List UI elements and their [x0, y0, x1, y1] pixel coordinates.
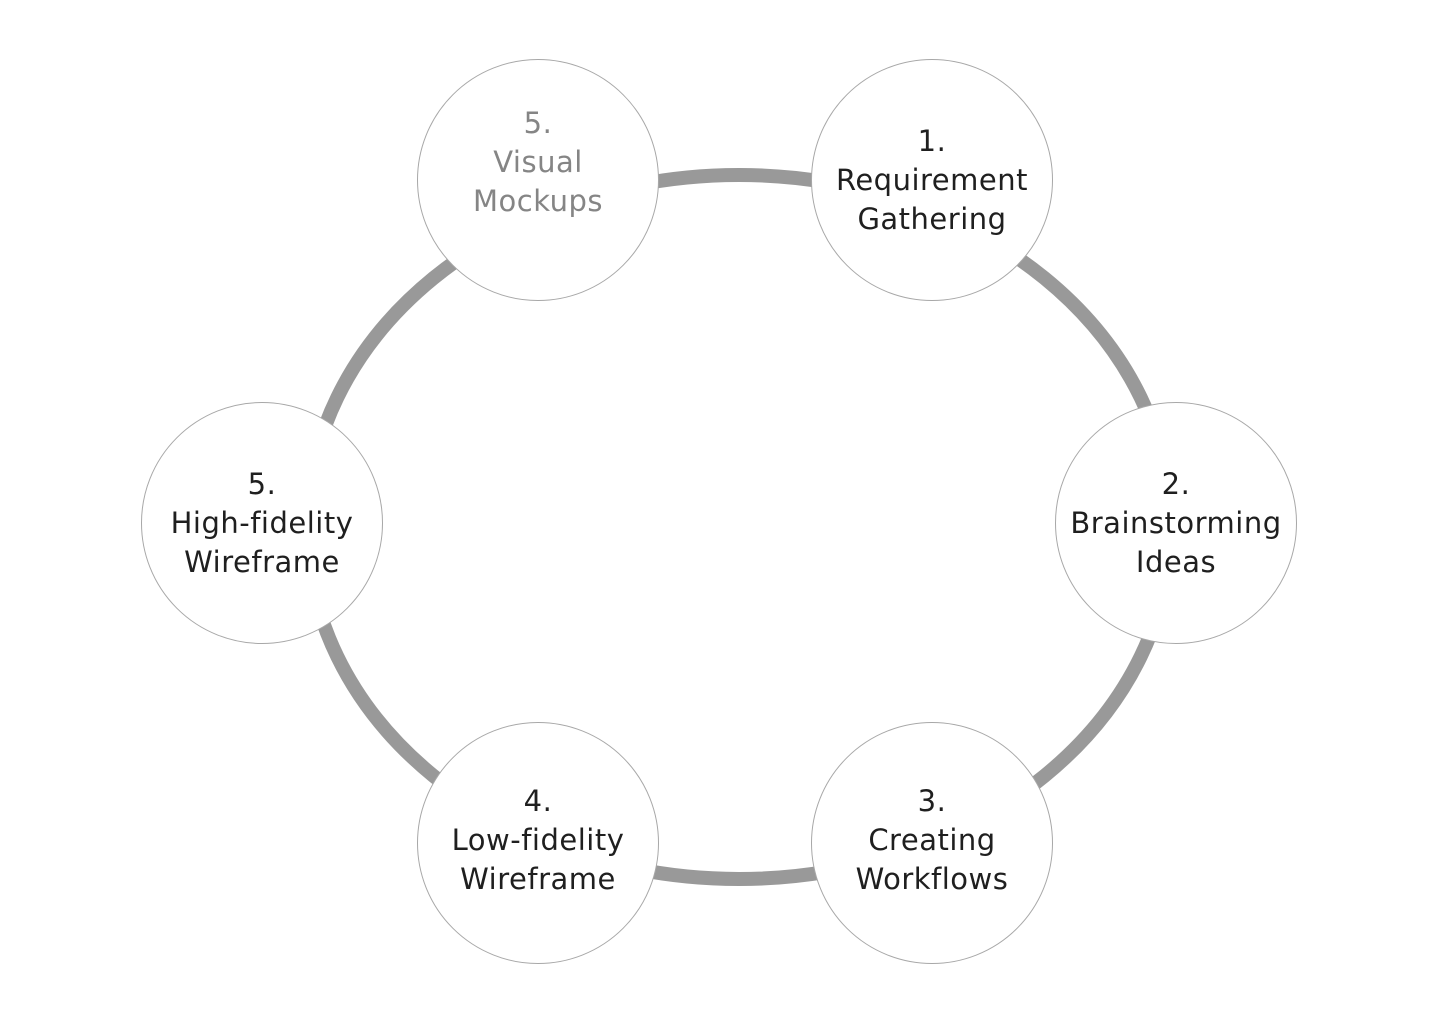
step-title-line: Wireframe [184, 544, 340, 579]
step-title-line: Workflows [855, 861, 1009, 896]
step-node-low-fidelity-wireframe: 4. Low-fidelity Wireframe [417, 722, 659, 964]
step-title-line: Low-fidelity [451, 822, 625, 857]
step-node-high-fidelity-wireframe: 5. High-fidelity Wireframe [141, 402, 383, 644]
step-title-line: Creating [868, 822, 996, 857]
step-node-visual-mockups: 5. Visual Mockups [417, 59, 659, 301]
step-number: 1. [917, 123, 947, 158]
step-node-requirement-gathering: 1. Requirement Gathering [811, 59, 1053, 301]
step-number: 3. [917, 783, 947, 818]
step-node-creating-workflows: 3. Creating Workflows [811, 722, 1053, 964]
cycle-connector-ring [300, 168, 1178, 886]
step-number: 5. [523, 105, 553, 140]
step-node-brainstorming-ideas: 2. Brainstorming Ideas [1055, 402, 1297, 644]
step-title-line: High-fidelity [170, 505, 354, 540]
step-number: 4. [523, 783, 553, 818]
step-number: 5. [247, 466, 277, 501]
step-title-line: Requirement [835, 162, 1028, 197]
step-title-line: Ideas [1135, 544, 1217, 579]
step-title-line: Visual [493, 144, 583, 179]
step-title-line: Brainstorming [1070, 505, 1282, 540]
step-title-line: Wireframe [460, 861, 616, 896]
step-title-line: Gathering [857, 201, 1007, 236]
step-number: 2. [1161, 466, 1191, 501]
step-title-line: Mockups [472, 183, 603, 218]
